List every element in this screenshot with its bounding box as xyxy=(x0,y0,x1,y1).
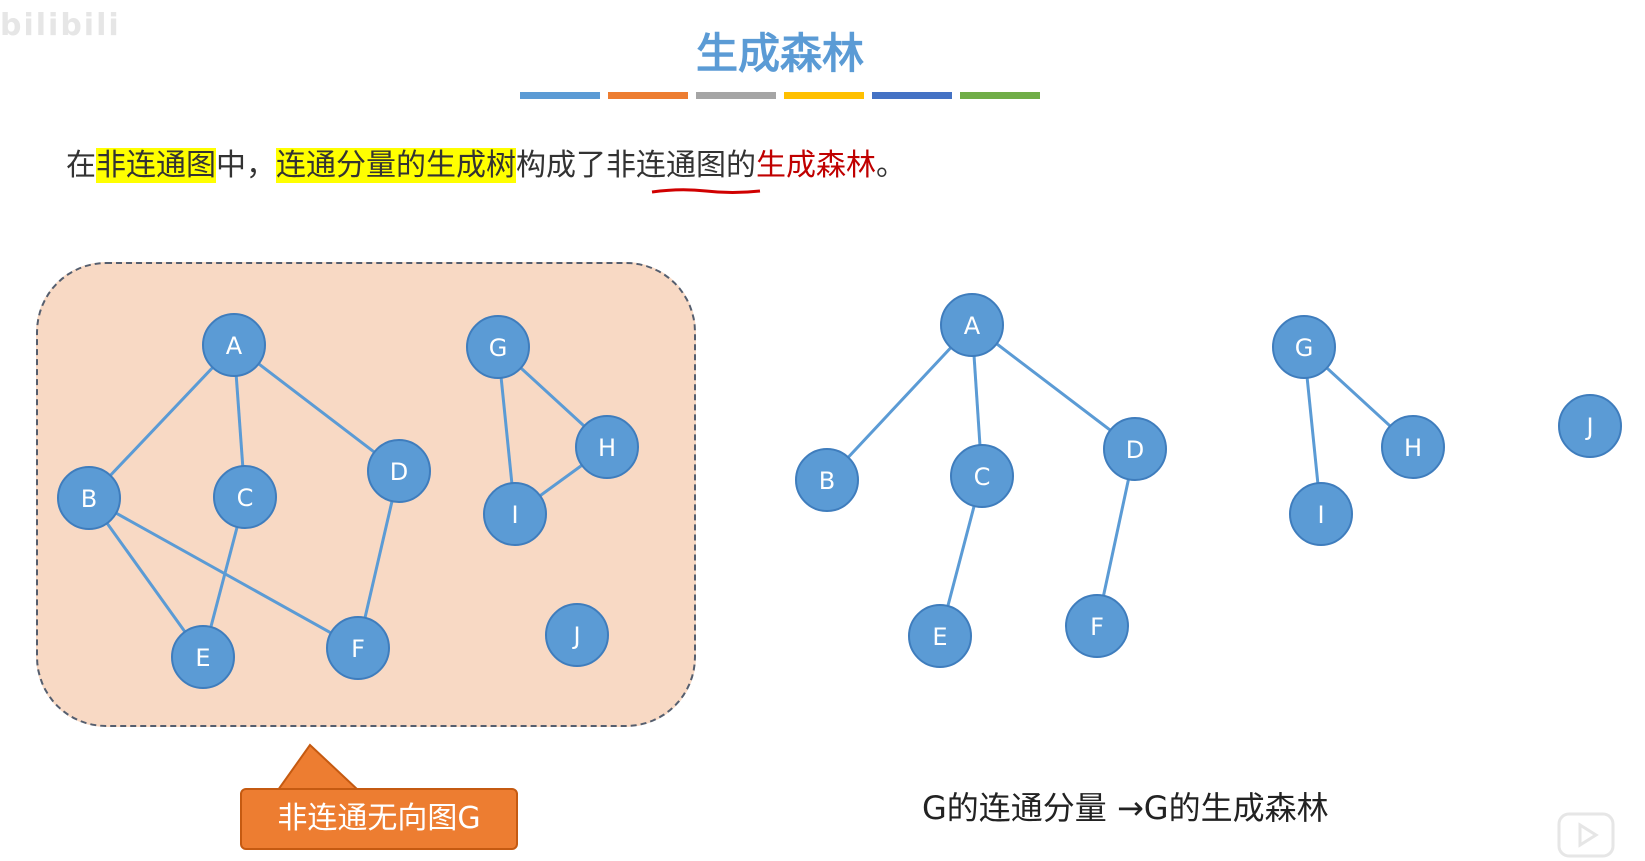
forest-node-circle-D xyxy=(1103,417,1167,481)
forest-edge-A-D xyxy=(971,323,1136,451)
forest-node-A: A xyxy=(940,293,1004,357)
graph-node-E: E xyxy=(171,625,235,689)
graph-node-circle-J xyxy=(545,603,609,667)
graph-node-J: J xyxy=(545,603,609,667)
forest-node-label-D: D xyxy=(1126,436,1144,464)
intro-red-term: 生成森林 xyxy=(756,148,876,183)
forest-node-label-A: A xyxy=(964,312,981,340)
forest-node-H: H xyxy=(1381,415,1445,479)
bottom-caption: G的连通分量 →G的生成森林 xyxy=(922,789,1329,827)
play-icon[interactable] xyxy=(1556,808,1616,858)
graph-node-H: H xyxy=(575,415,639,479)
graph-node-label-E: E xyxy=(195,644,210,672)
graph-node-label-B: B xyxy=(81,485,97,513)
intro-highlight-1: 非连通图 xyxy=(96,148,216,183)
forest-node-G: G xyxy=(1272,315,1336,379)
graph-node-label-I: I xyxy=(511,501,518,529)
graph-node-circle-D xyxy=(367,439,431,503)
color-bar-5 xyxy=(872,92,952,99)
forest-node-circle-G xyxy=(1272,315,1336,379)
forest-node-circle-H xyxy=(1381,415,1445,479)
intro-highlight-2: 连通分量的生成树 xyxy=(276,148,516,183)
graph-edge-A-D xyxy=(233,343,400,473)
forest-node-circle-E xyxy=(908,604,972,668)
forest-node-label-B: B xyxy=(819,467,835,495)
callout-label: 非连通无向图G xyxy=(240,788,518,850)
intro-text-2: 中， xyxy=(216,148,276,183)
forest-node-label-J: J xyxy=(1584,413,1593,441)
intro-text-4: 的 xyxy=(726,148,756,183)
graph-node-label-G: G xyxy=(489,334,508,362)
graph-node-label-F: F xyxy=(351,635,365,663)
forest-node-circle-B xyxy=(795,448,859,512)
graph-node-circle-H xyxy=(575,415,639,479)
graph-node-circle-F xyxy=(326,616,390,680)
forest-node-J: J xyxy=(1558,394,1622,458)
bilibili-watermark: bilibili xyxy=(0,8,121,43)
color-bar-3 xyxy=(696,92,776,99)
graph-edge-B-E xyxy=(87,497,205,658)
forest-node-C: C xyxy=(950,444,1014,508)
forest-node-E: E xyxy=(908,604,972,668)
forest-node-B: B xyxy=(795,448,859,512)
graph-node-label-A: A xyxy=(226,332,243,360)
forest-node-circle-I xyxy=(1289,482,1353,546)
color-bar-2 xyxy=(608,92,688,99)
color-bar-6 xyxy=(960,92,1040,99)
color-bar-4 xyxy=(784,92,864,99)
graph-node-label-D: D xyxy=(390,458,408,486)
forest-node-circle-J xyxy=(1558,394,1622,458)
graph-node-circle-G xyxy=(466,315,530,379)
graph-node-circle-E xyxy=(171,625,235,689)
graph-node-F: F xyxy=(326,616,390,680)
forest-node-label-C: C xyxy=(974,463,991,491)
forest-node-circle-A xyxy=(940,293,1004,357)
graph-node-G: G xyxy=(466,315,530,379)
intro-text-1: 在 xyxy=(66,148,96,183)
forest-node-F: F xyxy=(1065,594,1129,658)
callout-pointer xyxy=(276,743,361,791)
intro-text-5: 。 xyxy=(876,148,906,183)
graph-node-I: I xyxy=(483,482,547,546)
forest-node-label-E: E xyxy=(932,623,947,651)
graph-edge-A-B xyxy=(87,343,236,500)
page-title: 生成森林 xyxy=(695,29,864,78)
graph-node-C: C xyxy=(213,465,277,529)
graph-node-circle-A xyxy=(202,313,266,377)
red-underline-mark xyxy=(651,188,761,194)
intro-sentence: 在非连通图中，连通分量的生成树构成了非连通图的生成森林。 xyxy=(66,140,906,184)
forest-node-label-I: I xyxy=(1317,501,1324,529)
graph-node-circle-C xyxy=(213,465,277,529)
intro-text-3: 构成了 xyxy=(516,148,606,183)
graph-node-label-J: J xyxy=(571,622,580,650)
graph-node-D: D xyxy=(367,439,431,503)
intro-underlined-term: 非连通图 xyxy=(606,148,726,183)
color-bar-1 xyxy=(520,92,600,99)
graph-node-B: B xyxy=(57,466,121,530)
title-color-bars xyxy=(520,92,1040,99)
graph-node-label-C: C xyxy=(237,484,254,512)
graph-node-circle-B xyxy=(57,466,121,530)
forest-node-label-H: H xyxy=(1404,434,1422,462)
forest-node-circle-F xyxy=(1065,594,1129,658)
graph-node-A: A xyxy=(202,313,266,377)
forest-node-I: I xyxy=(1289,482,1353,546)
graph-node-circle-I xyxy=(483,482,547,546)
forest-node-circle-C xyxy=(950,444,1014,508)
forest-node-label-G: G xyxy=(1295,334,1314,362)
forest-node-label-F: F xyxy=(1090,613,1104,641)
forest-edge-A-B xyxy=(825,323,974,482)
forest-node-D: D xyxy=(1103,417,1167,481)
graph-node-label-H: H xyxy=(598,434,616,462)
